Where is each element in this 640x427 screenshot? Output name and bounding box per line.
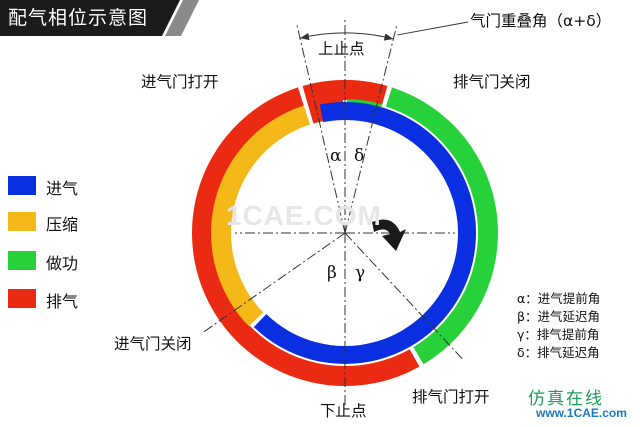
greek-beta: β <box>327 263 337 283</box>
legend-label-compression: 压缩 <box>46 215 79 234</box>
definition-alpha: α：进气提前角 <box>517 291 601 306</box>
legend-swatch-exhaust <box>8 289 36 308</box>
rotation-direction-icon <box>372 219 406 251</box>
greek-delta: δ <box>354 146 365 166</box>
title-tab-background <box>0 0 199 36</box>
label-exhaust-close: 排气门关闭 <box>453 73 531 91</box>
center-watermark: 1CAE.COM <box>226 200 382 231</box>
power-arc <box>385 87 498 365</box>
legend-item-compression: 压缩 <box>8 212 128 234</box>
exhaust-open-line <box>344 232 465 362</box>
label-tdc: 上止点 <box>318 40 365 58</box>
overlap-arrow-right <box>383 33 394 41</box>
overlap-angle-arc <box>299 32 394 40</box>
legend-item-power: 做功 <box>8 251 128 273</box>
greek-alpha: α <box>330 146 342 166</box>
angle-definitions: α：进气提前角 β：进气延迟角 γ：排气提前角 δ：排气延迟角 <box>517 290 600 362</box>
corner-watermark-url: www.1CAE.com <box>536 406 627 420</box>
legend-swatch-power <box>8 251 36 270</box>
legend-swatch-compression <box>8 212 36 231</box>
corner-watermark-cn: 仿真在线 <box>528 389 604 409</box>
label-intake-close: 进气门关闭 <box>114 335 192 353</box>
legend-item-exhaust: 排气 <box>8 289 128 311</box>
label-intake-open: 进气门打开 <box>141 73 219 91</box>
legend-item-intake: 进气 <box>8 176 128 198</box>
legend-label-power: 做功 <box>46 254 79 273</box>
legend-swatch-intake <box>8 176 36 195</box>
label-exhaust-open: 排气门打开 <box>412 388 490 406</box>
intake-arc <box>253 101 477 364</box>
legend-label-intake: 进气 <box>46 179 79 198</box>
definition-beta: β：进气延迟角 <box>517 309 600 324</box>
label-overlap-angle: 气门重叠角（α+δ） <box>470 12 612 30</box>
overlap-arrow-left <box>300 33 310 41</box>
compression-arc <box>210 105 310 327</box>
label-bdc: 下止点 <box>320 402 367 420</box>
greek-gamma: γ <box>355 263 366 283</box>
legend-label-exhaust: 排气 <box>46 292 79 311</box>
title-tab: 配气相位示意图 <box>0 0 199 36</box>
definition-delta: δ：排气延迟角 <box>517 345 600 360</box>
definition-gamma: γ：排气提前角 <box>517 327 600 342</box>
diagram-title: 配气相位示意图 <box>8 7 149 29</box>
exhaust-arc <box>192 87 420 386</box>
intake-close-line <box>201 232 346 334</box>
overlap-leader <box>397 21 469 36</box>
